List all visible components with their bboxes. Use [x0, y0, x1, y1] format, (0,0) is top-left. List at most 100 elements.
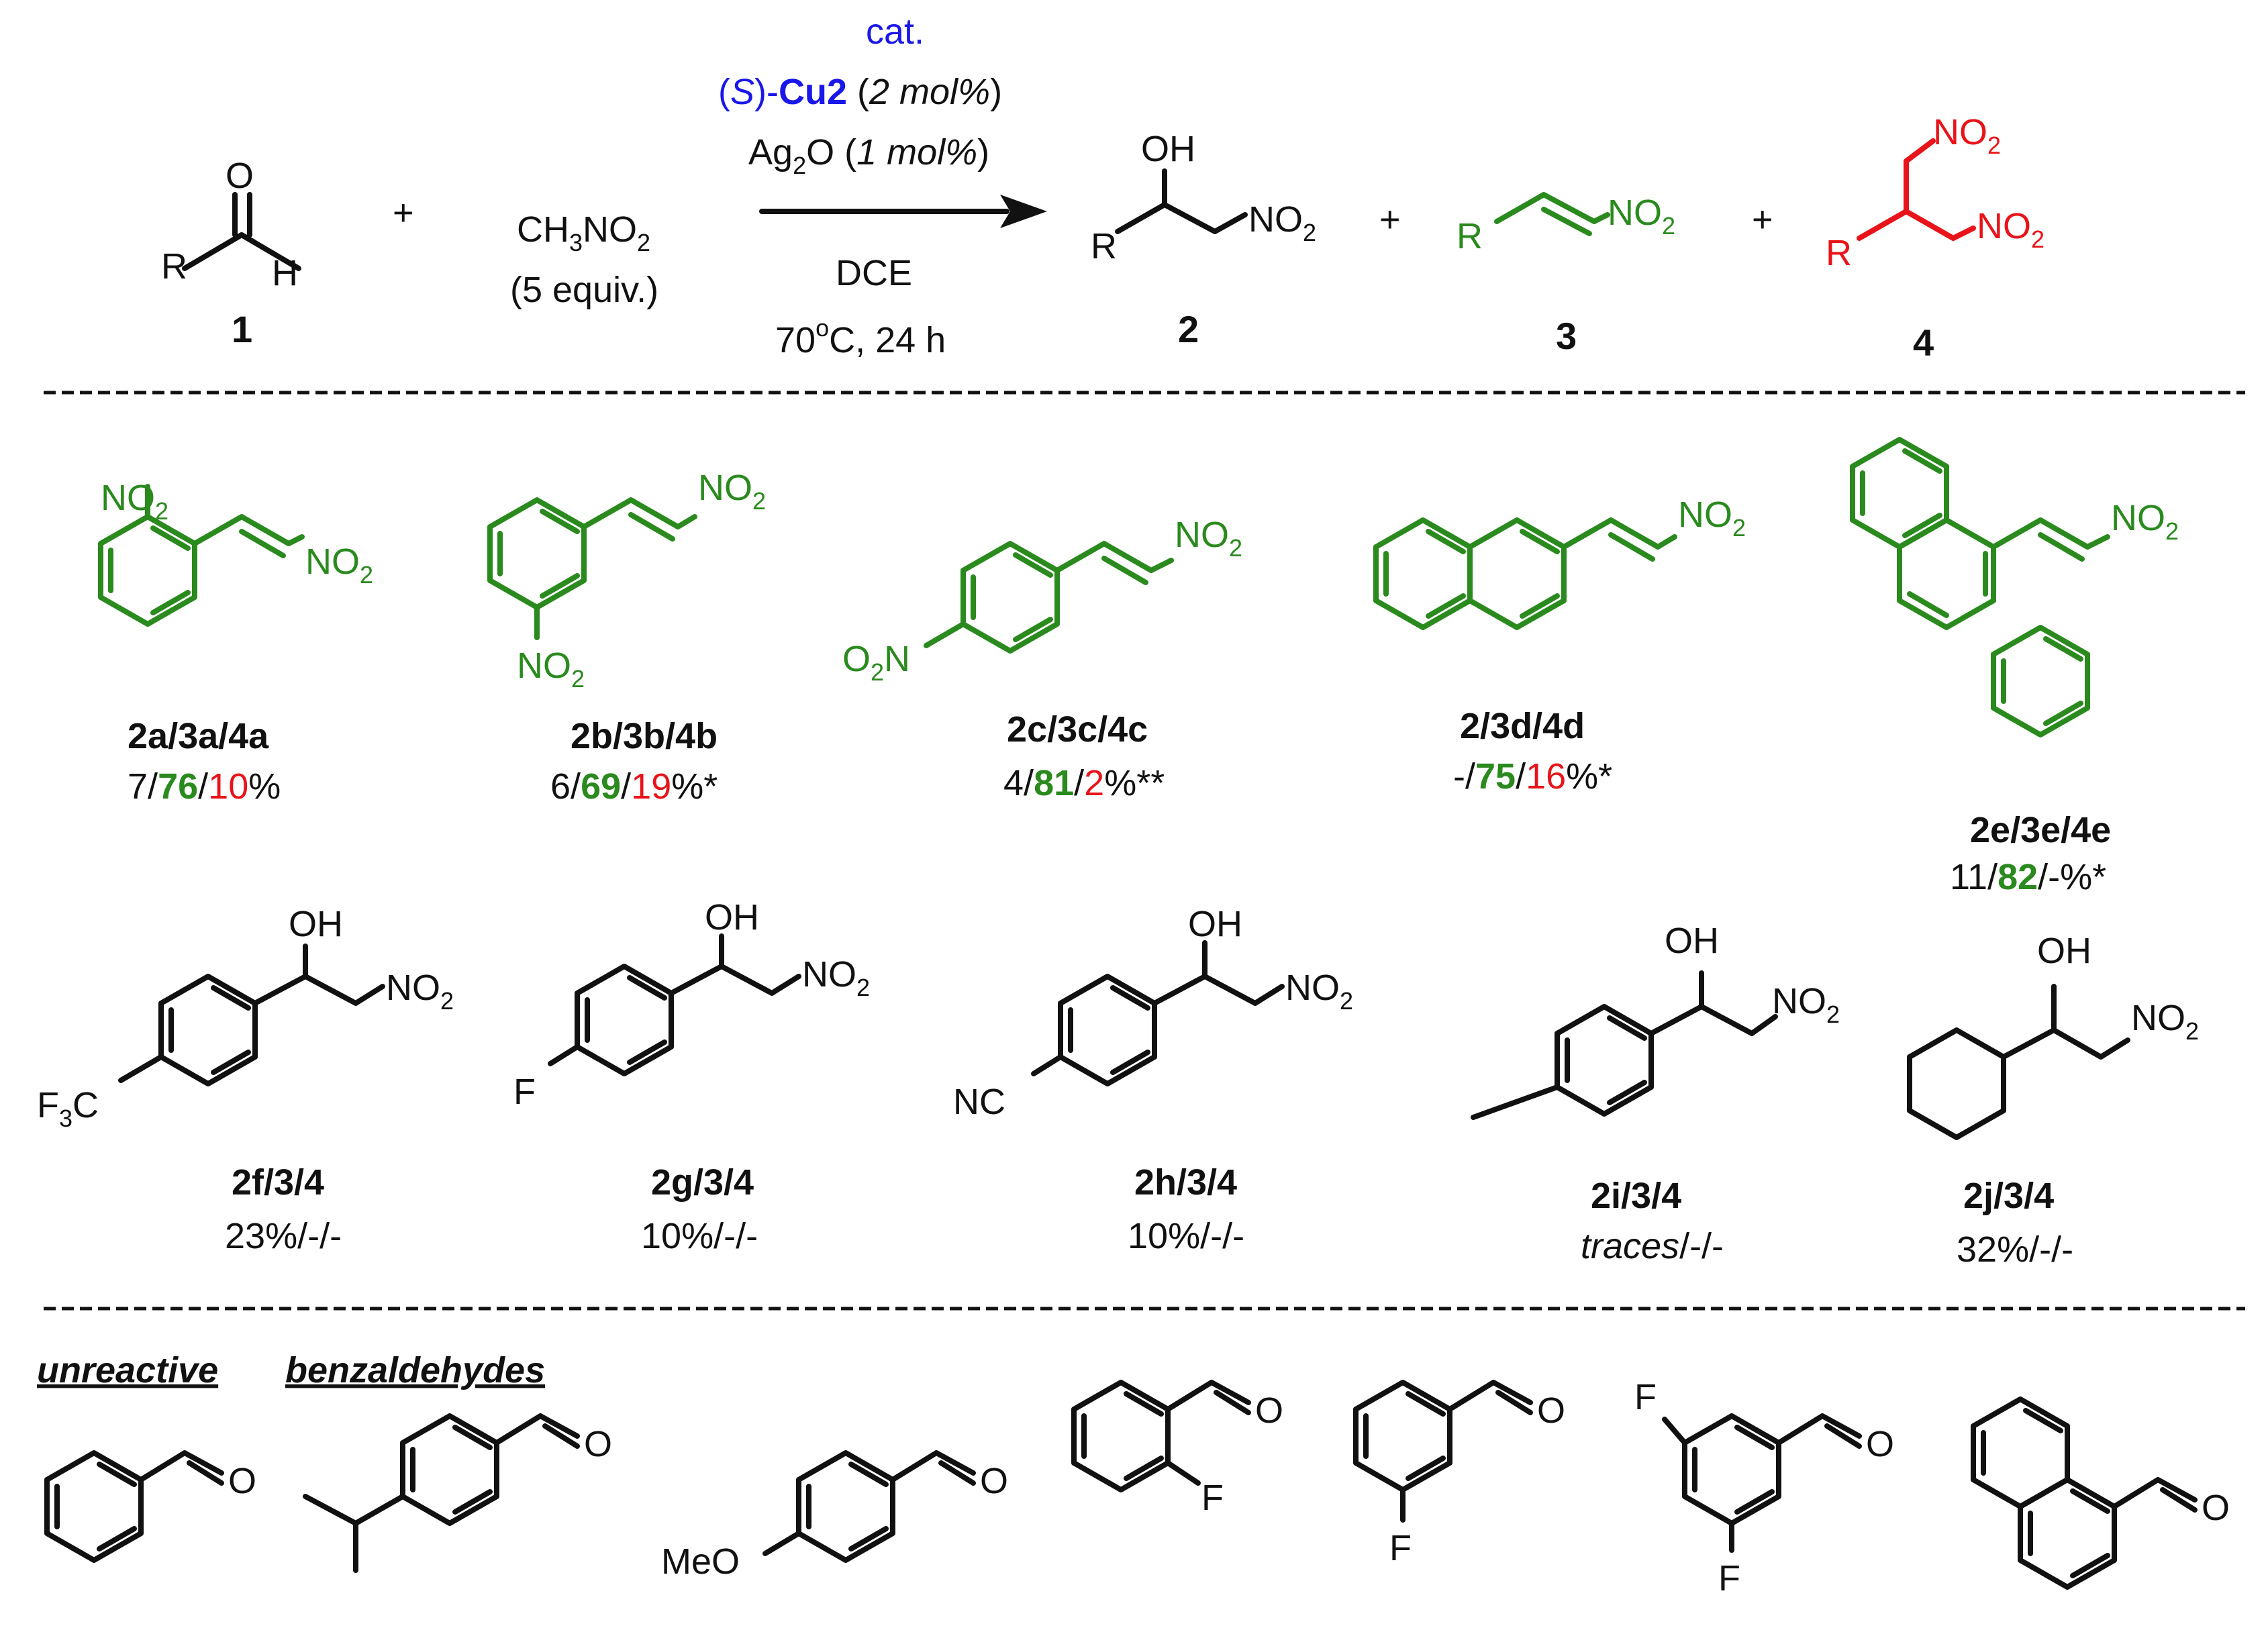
vinyl-nitro-group: NO2: [1175, 515, 1242, 562]
solvent-label: DCE: [836, 253, 912, 293]
nitro-group: NO2: [1772, 981, 1840, 1028]
compound-2i-structure: OH NO2: [1471, 921, 1840, 1120]
aldehyde-oxygen: O: [584, 1424, 612, 1464]
yield-2-3d-4d: -/75/16%*: [1453, 756, 1612, 797]
catalyst-cat-label: cat.: [866, 11, 924, 52]
plus-sign: +: [1379, 199, 1401, 240]
nitromethane-reagent: CH3NO2 (5 equiv.): [510, 209, 658, 310]
compound-label-2-3d-4d: 2/3d/4d: [1460, 706, 1585, 746]
compound-label-2b-3b-4b: 2b/3b/4b: [571, 716, 718, 756]
product2-hydroxyl: OH: [1141, 129, 1195, 169]
product-3-structure: R NO2 3: [1457, 192, 1675, 357]
compound-3e-structure: NO2: [1850, 437, 2179, 737]
hydroxyl-group: OH: [1188, 904, 1242, 944]
reaction-arrow-head: [1000, 195, 1047, 228]
product4-nitro-bottom: NO2: [1977, 206, 2044, 253]
isopropylbenzaldehyde-structure: O: [303, 1413, 612, 1573]
yield-2a-3a-4a: 7/76/10%: [128, 766, 281, 807]
yield-2i: traces/-/-: [1581, 1226, 1724, 1266]
vinyl-nitro-group: NO2: [305, 542, 373, 589]
nitro-group-ortho: NO2: [101, 478, 168, 525]
compound-label-2j: 2j/3/4: [1963, 1176, 2054, 1216]
aldehyde-hydrogen: H: [272, 253, 298, 293]
unreactive-heading-word1: unreactive: [37, 1350, 218, 1390]
unreactive-heading-word2: benzaldehydes: [285, 1350, 545, 1390]
fluorobenzaldehyde-ortho-structure: O F: [1071, 1380, 1283, 1518]
compound-label-2c-3c-4c: 2c/3c/4c: [1007, 709, 1148, 750]
yield-2g: 10%/-/-: [641, 1216, 758, 1256]
nitromethane-formula: CH3NO2: [517, 209, 650, 256]
compound-number-3: 3: [1556, 315, 1577, 357]
compound-2g-structure: OH NO2 F: [513, 897, 870, 1112]
product2-r-group: R: [1091, 226, 1117, 266]
cyano-group: NC: [953, 1082, 1005, 1122]
product-2-structure: OH R NO2 2: [1091, 129, 1316, 350]
yield-2c-3c-4c: 4/81/2%**: [1003, 763, 1165, 803]
fluoro-group-top: F: [1634, 1377, 1657, 1417]
compound-2h-structure: OH NO2 NC: [953, 904, 1353, 1122]
vinyl-nitro-group: NO2: [698, 468, 766, 515]
benzaldehyde-structure: O: [44, 1450, 256, 1563]
compound-label-2e-3e-4e: 2e/3e/4e: [1970, 810, 2111, 850]
compound-3a-structure: NO2 NO2: [98, 478, 373, 627]
trifluoromethyl-group: F3C: [37, 1085, 99, 1132]
aldehyde-1: O R H 1: [161, 156, 301, 350]
aldehyde-oxygen: O: [228, 1461, 256, 1501]
hydroxyl-group: OH: [705, 897, 759, 937]
fluoro-group: F: [1389, 1528, 1412, 1568]
difluorobenzaldehyde-structure: O F F: [1634, 1377, 1894, 1598]
nitro-group: NO2: [386, 968, 454, 1015]
methoxybenzaldehyde-structure: O MeO: [661, 1450, 1008, 1582]
aldehyde-oxygen: O: [226, 156, 254, 196]
product3-nitro: NO2: [1608, 193, 1675, 240]
nitro-group-para: O2N: [842, 639, 910, 686]
compound-number-1: 1: [232, 308, 252, 350]
product4-nitro-top: NO2: [1933, 112, 2001, 159]
nitro-group: NO2: [802, 954, 870, 1001]
yield-2h: 10%/-/-: [1128, 1216, 1244, 1256]
product2-nitro: NO2: [1248, 199, 1316, 246]
yield-2b-3b-4b: 6/69/19%*: [550, 766, 718, 807]
catalyst-line: (S)-Cu2 (2 mol%): [718, 72, 1002, 112]
nitromethane-equiv: (5 equiv.): [510, 270, 658, 310]
compound-label-2a-3a-4a: 2a/3a/4a: [128, 716, 269, 756]
yield-2f: 23%/-/-: [225, 1216, 342, 1256]
plus-sign: +: [393, 193, 414, 233]
compound-label-2g: 2g/3/4: [651, 1162, 754, 1203]
yield-2e-3e-4e: 11/82/-%*: [1950, 857, 2106, 897]
nitro-group: NO2: [2131, 998, 2199, 1045]
compound-number-2: 2: [1178, 308, 1199, 350]
compound-2f-structure: OH NO2 F3C: [37, 904, 454, 1132]
aldehyde-oxygen: O: [980, 1461, 1008, 1501]
product4-r-group: R: [1826, 233, 1852, 273]
naphthaldehyde-structure: O: [1971, 1396, 2230, 1590]
product-4-structure: R NO2 NO2 4: [1826, 112, 2044, 364]
hydroxyl-group: OH: [1665, 921, 1719, 961]
compound-3b-structure: NO2 NO2: [487, 468, 766, 693]
hydroxyl-group: OH: [289, 904, 343, 944]
fluoro-group: F: [513, 1072, 536, 1112]
reaction-conditions: cat. (S)-Cu2 (2 mol%) Ag2O (1 mol%) DCE …: [718, 11, 1047, 360]
aldehyde-oxygen: O: [2202, 1488, 2230, 1528]
compound-label-2i: 2i/3/4: [1591, 1176, 1681, 1216]
product3-r-group: R: [1457, 216, 1483, 256]
aldehyde-r-group: R: [161, 246, 187, 287]
aldehyde-oxygen: O: [1255, 1390, 1283, 1431]
nitro-group-meta: NO2: [517, 646, 585, 693]
compound-number-4: 4: [1913, 321, 1934, 364]
compound-2j-structure: OH NO2: [1907, 931, 2199, 1140]
fluoro-group-bottom: F: [1718, 1558, 1740, 1598]
fluoro-group: F: [1201, 1478, 1224, 1518]
compound-label-2f: 2f/3/4: [232, 1162, 324, 1203]
hydroxyl-group: OH: [2037, 931, 2091, 971]
temperature-time-label: 70oC, 24 h: [775, 314, 946, 360]
aldehyde-oxygen: O: [1866, 1424, 1894, 1464]
vinyl-nitro-group: NO2: [2111, 498, 2179, 545]
nitro-group: NO2: [1285, 968, 1353, 1015]
fluorobenzaldehyde-meta-structure: O F: [1353, 1380, 1565, 1568]
vinyl-nitro-group: NO2: [1678, 495, 1746, 542]
compound-label-2h: 2h/3/4: [1134, 1162, 1237, 1203]
aldehyde-oxygen: O: [1537, 1390, 1565, 1431]
methoxy-group: MeO: [661, 1541, 740, 1582]
